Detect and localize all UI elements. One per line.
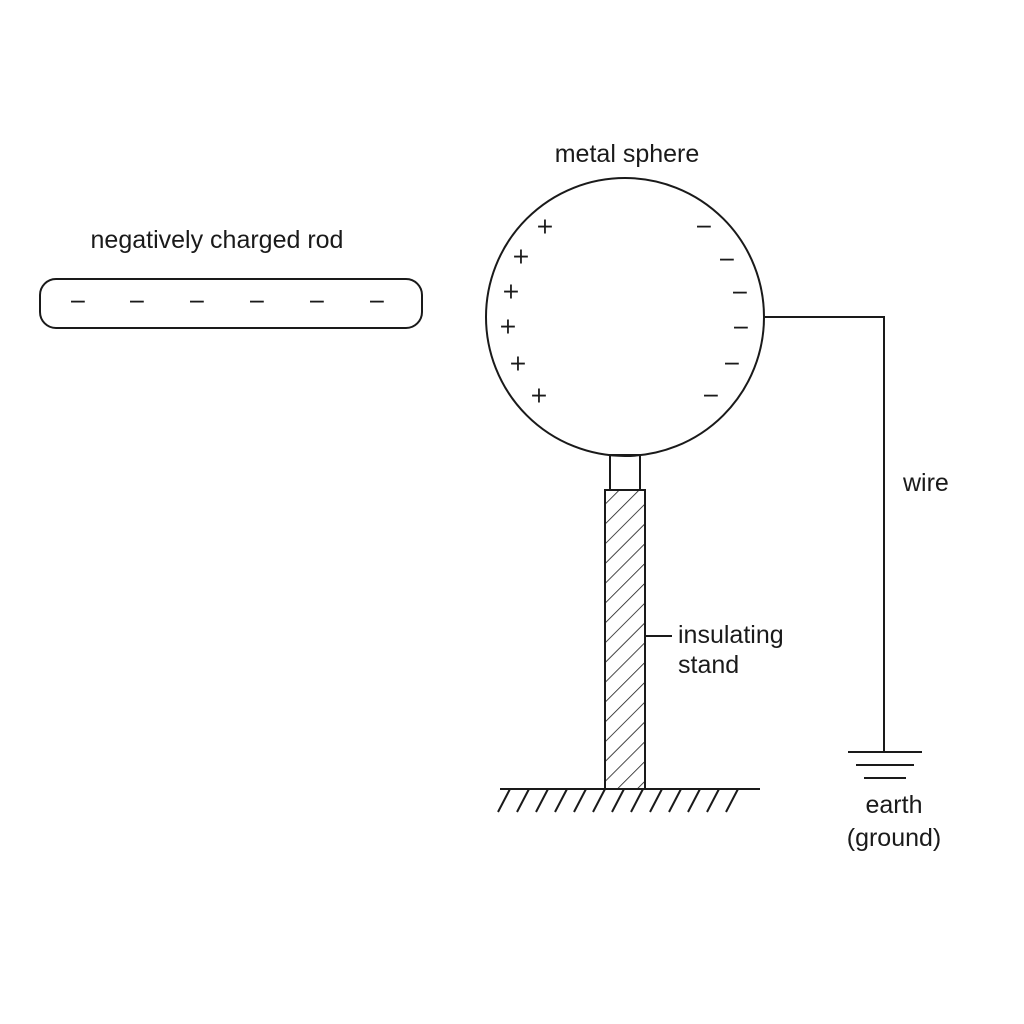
stand-neck [609, 454, 641, 491]
sphere-body [485, 177, 765, 457]
negative-charge-sign: − [718, 248, 736, 273]
earth-label-line2: (ground) [847, 824, 942, 852]
charged-rod: −−−−−− [39, 278, 423, 329]
floor-hatch-mark [516, 788, 530, 813]
wire-label: wire [902, 469, 949, 497]
floor-hatch-mark [573, 788, 587, 813]
metal-sphere: ++++++ −−−−−− [485, 177, 765, 457]
floor-hatch-mark [592, 788, 606, 813]
earth-label-line1: earth [866, 791, 923, 819]
negative-charge-sign: − [723, 352, 741, 377]
rod-charge-sign: − [308, 290, 326, 315]
positive-charge-sign: + [536, 215, 554, 240]
negative-charge-sign: − [695, 215, 713, 240]
negative-charge-sign: − [702, 384, 720, 409]
rod-charge-sign: − [248, 290, 266, 315]
floor-hatch-mark [725, 788, 739, 813]
floor-base [497, 788, 760, 813]
positive-charge-sign: + [509, 352, 527, 377]
floor-hatch-mark [668, 788, 682, 813]
earth-wire [764, 316, 885, 752]
floor-hatch-mark [554, 788, 568, 813]
floor-hatch-mark [630, 788, 644, 813]
floor-hatch-mark [535, 788, 549, 813]
earth-symbol-icon [848, 751, 922, 779]
negative-charge-sign: − [732, 316, 750, 341]
floor-hatching [497, 788, 739, 813]
floor-hatch-mark [497, 788, 511, 813]
rod-label: negatively charged rod [91, 226, 344, 254]
floor-hatch-mark [687, 788, 701, 813]
rod-body [39, 278, 423, 329]
rod-charge-sign: − [69, 290, 87, 315]
sphere-induced-negative-charges: −−−−−− [695, 215, 750, 409]
rod-charge-sign: − [128, 290, 146, 315]
rod-charge-sign: − [188, 290, 206, 315]
rod-charges: −−−−−− [69, 290, 386, 315]
rod-charge-sign: − [368, 290, 386, 315]
stand-label-line2: stand [678, 651, 739, 679]
insulating-stand [604, 454, 672, 790]
stand-column [604, 489, 646, 790]
positive-charge-sign: + [499, 315, 517, 340]
positive-charge-sign: + [512, 245, 530, 270]
sphere-label: metal sphere [555, 140, 700, 168]
positive-charge-sign: + [502, 280, 520, 305]
floor-hatch-mark [649, 788, 663, 813]
floor-hatch-mark [706, 788, 720, 813]
negative-charge-sign: − [731, 281, 749, 306]
stand-label-line1: insulating [678, 621, 784, 649]
floor-hatch-mark [611, 788, 625, 813]
positive-charge-sign: + [530, 384, 548, 409]
sphere-induced-positive-charges: ++++++ [499, 215, 554, 409]
